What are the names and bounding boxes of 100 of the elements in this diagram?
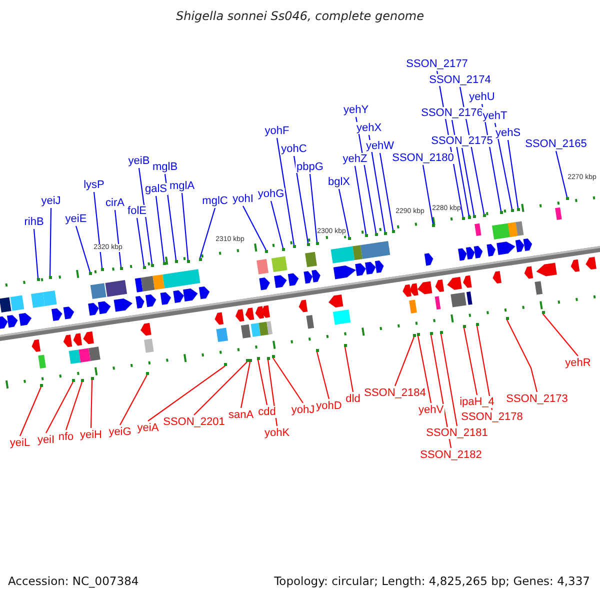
gene-label: yehV xyxy=(417,404,445,416)
gene-label: yohG xyxy=(256,188,286,200)
gene-label: SSON_2175 xyxy=(430,135,494,147)
gene-marker xyxy=(364,234,368,237)
gene-label: cirA xyxy=(104,197,126,209)
gene-label: SSON_2180 xyxy=(391,152,455,164)
gene-marker xyxy=(72,379,74,382)
gene-label: yeiA xyxy=(136,422,160,434)
gene-marker xyxy=(162,262,166,265)
gene-marker xyxy=(412,334,416,337)
gene-marker xyxy=(40,384,42,387)
gene-marker xyxy=(174,260,178,263)
gene-marker xyxy=(264,250,268,253)
gene-label: yohI xyxy=(232,193,254,205)
gene-label: yeiL xyxy=(8,437,32,449)
gene-marker xyxy=(186,260,190,263)
leader-line xyxy=(90,380,93,428)
leader-line xyxy=(422,164,434,224)
gene-marker xyxy=(542,311,544,314)
gene-marker xyxy=(482,214,486,217)
gene-label: dld xyxy=(344,393,362,405)
gene-label: yehT xyxy=(482,110,508,122)
leader-line xyxy=(194,362,248,416)
gene-marker xyxy=(48,276,52,279)
gene-marker xyxy=(392,230,394,233)
gene-label: ipaH_4 xyxy=(458,396,496,408)
leader-line xyxy=(138,168,153,264)
gene-marker xyxy=(316,349,318,352)
leader-line xyxy=(394,336,415,386)
gene-label: SSON_2177 xyxy=(405,58,469,70)
leader-line xyxy=(293,156,309,244)
leader-line xyxy=(93,192,103,268)
gene-marker xyxy=(272,355,274,358)
gene-label: SSON_2181 xyxy=(425,427,489,439)
gene-label: yohD xyxy=(315,400,343,412)
leader-line xyxy=(181,192,189,260)
gene-marker xyxy=(120,267,122,270)
gene-marker xyxy=(88,272,92,275)
leader-line xyxy=(199,208,216,258)
leader-line xyxy=(136,218,145,266)
gene-marker xyxy=(468,216,470,219)
gene-label: yehW xyxy=(364,140,396,152)
gene-marker xyxy=(384,232,386,235)
gene-label: yehX xyxy=(355,122,383,134)
gene-marker xyxy=(416,333,420,336)
gene-label: rihB xyxy=(23,216,45,228)
gene-label: yeiE xyxy=(64,213,88,225)
leader-line xyxy=(354,166,367,234)
gene-marker xyxy=(500,211,502,214)
gene-label: mglA xyxy=(168,180,196,192)
gene-label: yehZ xyxy=(342,153,368,165)
leader-line xyxy=(440,334,458,426)
gene-marker xyxy=(100,268,104,271)
gene-marker xyxy=(476,323,478,326)
leader-line xyxy=(309,174,318,242)
gene-label: yeiI xyxy=(36,434,56,446)
leader-line xyxy=(49,208,52,276)
footer-note: Topology: circular; Length: 4,825,265 bp; Genes: 4,337 xyxy=(274,574,590,588)
leader-line xyxy=(33,228,39,278)
gene-label: galS xyxy=(144,183,168,195)
gene-label: bglX xyxy=(326,176,352,188)
leader-line xyxy=(148,366,226,422)
gene-label: yeiB xyxy=(127,155,151,167)
gene-label: yeiG xyxy=(108,426,132,438)
leader-line xyxy=(461,148,475,216)
leader-line xyxy=(476,326,493,410)
gene-marker xyxy=(246,359,248,362)
gene-marker xyxy=(282,248,284,251)
gene-marker xyxy=(224,363,226,366)
leader-line xyxy=(257,360,268,406)
leader-line xyxy=(451,120,470,216)
gene-label: nfo xyxy=(57,431,75,443)
footer-note: Accession: NC_007384 xyxy=(8,574,139,588)
gene-label: yohK xyxy=(263,427,291,439)
leader-line xyxy=(46,382,74,434)
gene-label: yehY xyxy=(342,104,370,116)
leader-line xyxy=(242,206,266,250)
gene-label: yeiH xyxy=(79,429,103,441)
gene-label: yohC xyxy=(280,143,308,155)
diagram-title: Shigella sonnei Ss046, complete genome xyxy=(174,9,425,23)
gene-label: SSON_2176 xyxy=(420,107,484,119)
gene-marker xyxy=(256,357,260,360)
gene-label: SSON_2184 xyxy=(363,387,427,399)
gene-marker xyxy=(150,264,154,267)
gene-marker xyxy=(516,208,520,211)
gene-label: yeiJ xyxy=(40,195,62,207)
leader-line xyxy=(417,336,432,404)
gene-marker xyxy=(80,379,84,382)
leader-line xyxy=(272,358,304,404)
gene-marker xyxy=(440,331,442,334)
leader-line xyxy=(270,200,284,248)
gene-marker xyxy=(306,243,310,246)
leader-line xyxy=(494,122,513,210)
gene-marker xyxy=(316,242,318,245)
leader-line xyxy=(75,226,91,272)
leader-line xyxy=(164,174,177,260)
gene-label: SSON_2174 xyxy=(428,74,492,86)
gene-marker xyxy=(248,359,252,362)
gene-marker xyxy=(472,215,476,218)
leader-line xyxy=(368,134,386,232)
